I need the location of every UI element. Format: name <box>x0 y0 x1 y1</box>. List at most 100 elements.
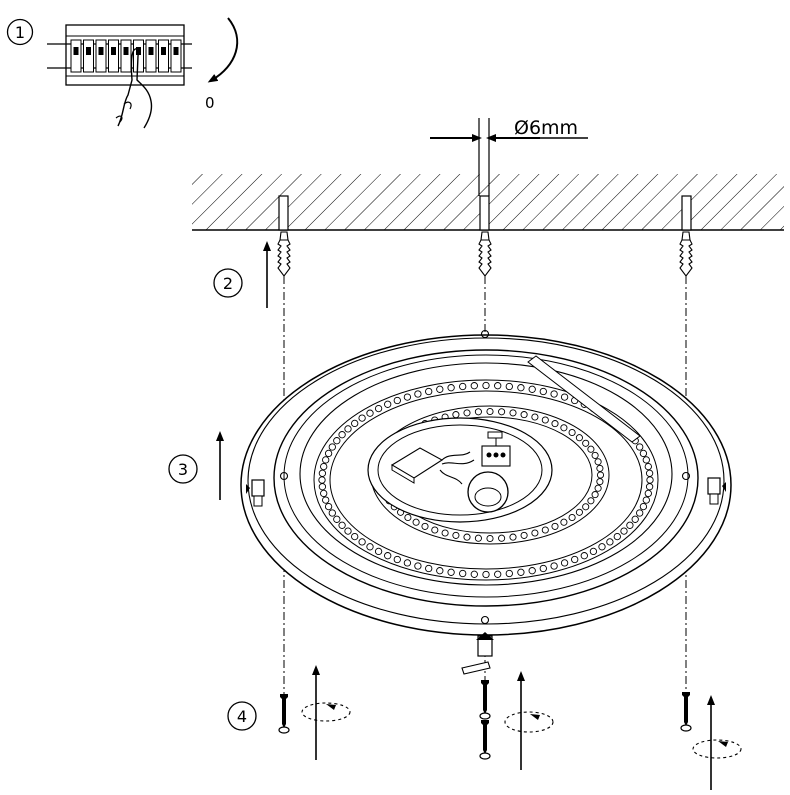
led-dot <box>322 496 330 504</box>
breaker-position-label: 0 <box>205 94 215 112</box>
led-dot <box>509 533 517 541</box>
rotation-indicator-left <box>301 702 351 722</box>
terminal-block <box>481 431 511 467</box>
breaker-switch <box>158 39 169 73</box>
led-dot <box>412 518 420 526</box>
led-dot <box>606 538 614 546</box>
led-dot <box>463 409 471 417</box>
led-dot <box>404 513 412 522</box>
led-dot <box>631 515 639 523</box>
led-dot <box>596 464 604 472</box>
led-dot <box>414 562 422 570</box>
step-1-badge: 1 <box>6 18 34 46</box>
side-clip-right <box>707 477 726 505</box>
led-dot <box>470 382 478 390</box>
wall-plug-right <box>679 231 693 277</box>
led-dot <box>318 483 327 491</box>
led-dot <box>551 522 559 530</box>
led-dot <box>486 534 494 543</box>
led-dot <box>541 416 549 424</box>
screw-center-upper <box>479 679 491 720</box>
led-dot <box>431 526 439 534</box>
led-dot <box>539 564 547 573</box>
led-dot <box>509 409 517 417</box>
led-dot <box>636 509 644 517</box>
led-dot <box>436 567 444 575</box>
wire-connector <box>390 447 475 485</box>
led-dot <box>374 547 383 556</box>
bottom-clip <box>461 632 494 675</box>
led-dot <box>494 570 502 578</box>
led-dot <box>580 552 588 560</box>
led-dot <box>498 534 506 542</box>
led-dot <box>366 409 374 417</box>
led-dot <box>470 570 478 578</box>
led-dot <box>639 502 648 511</box>
led-dot <box>646 476 654 484</box>
side-clip-left <box>246 479 265 507</box>
led-dot <box>528 567 536 575</box>
led-dot <box>351 419 359 428</box>
led-dot <box>596 478 604 486</box>
led-dot <box>639 449 648 458</box>
led-dot <box>344 527 352 535</box>
led-dot <box>582 503 590 511</box>
led-dot <box>322 456 330 464</box>
led-dot <box>587 497 595 505</box>
wall-plug-left <box>277 231 291 277</box>
led-dot <box>505 382 513 391</box>
led-dot <box>474 534 482 542</box>
led-dot <box>393 396 401 405</box>
led-dot <box>474 408 482 416</box>
led-dot <box>333 437 341 445</box>
led-dot <box>494 382 502 390</box>
drill-hole-center <box>479 195 490 231</box>
led-dot <box>520 531 528 539</box>
led-dot <box>550 390 558 398</box>
led-dot <box>463 533 471 541</box>
led-dot <box>531 529 539 537</box>
led-dot <box>591 451 599 459</box>
led-dot <box>486 407 494 416</box>
led-dot <box>351 532 359 541</box>
step-3-number: 3 <box>178 460 188 479</box>
led-dot <box>539 387 547 396</box>
breaker-switch <box>108 39 119 73</box>
led-dot <box>447 568 455 576</box>
led-dot <box>505 569 513 578</box>
screw-right <box>680 691 692 732</box>
breaker-switch <box>120 39 132 73</box>
led-dot <box>328 509 336 517</box>
led-dot <box>644 462 652 471</box>
led-dot <box>333 515 341 523</box>
drill-diameter-label: Ø6mm <box>514 117 578 139</box>
wall-plug-center <box>478 231 492 277</box>
step-1-number: 1 <box>15 23 25 42</box>
led-dot <box>358 414 366 422</box>
led-dot <box>636 443 644 451</box>
led-dot <box>459 382 467 391</box>
breaker-switch <box>83 39 94 73</box>
led-dot <box>393 555 401 564</box>
led-dot <box>560 424 568 432</box>
rotation-indicator-right <box>692 739 742 759</box>
led-dot <box>568 428 576 437</box>
led-dot <box>528 385 536 393</box>
led-dot <box>425 564 433 573</box>
led-dot <box>645 483 654 491</box>
led-dot <box>560 559 569 567</box>
breaker-switch <box>145 39 157 73</box>
led-dot <box>575 508 583 516</box>
led-dot <box>591 491 599 499</box>
led-dot <box>596 471 605 479</box>
switch-off-arrow-icon <box>207 17 239 83</box>
led-dot <box>594 484 602 492</box>
rotation-indicator-center <box>504 711 554 733</box>
led-dot <box>598 543 606 551</box>
led-dot <box>358 538 366 546</box>
led-dot <box>582 439 590 447</box>
led-dot <box>384 400 392 408</box>
step-2-number: 2 <box>223 274 233 293</box>
breaker-switch <box>95 39 107 73</box>
